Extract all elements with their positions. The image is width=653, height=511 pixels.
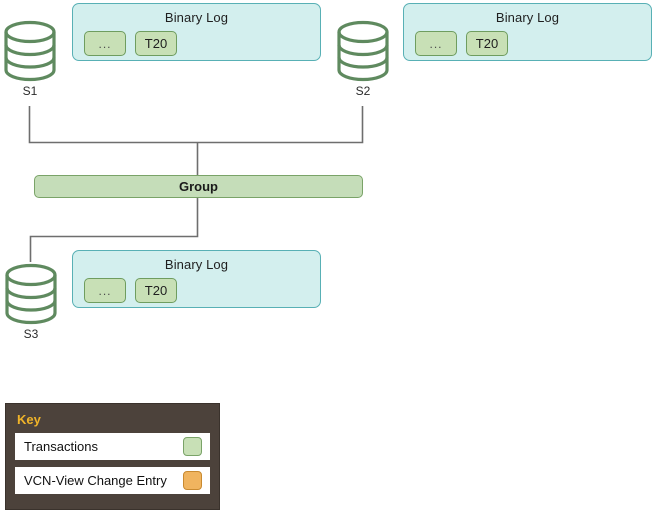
key-title: Key bbox=[17, 412, 41, 427]
binary-log-panel-s1: Binary Log ... T20 bbox=[72, 3, 321, 61]
transaction-chip-list: ... T20 bbox=[73, 272, 320, 303]
group-label: Group bbox=[179, 179, 218, 194]
key-label-transactions: Transactions bbox=[24, 439, 98, 454]
server-s2: S2 bbox=[336, 20, 392, 98]
key-row-transactions: Transactions bbox=[15, 433, 210, 460]
key-swatch-transactions bbox=[183, 437, 202, 456]
group-bar: Group bbox=[34, 175, 363, 198]
binary-log-panel-s3: Binary Log ... T20 bbox=[72, 250, 321, 308]
transaction-chip-ellipsis: ... bbox=[84, 278, 126, 303]
transaction-chip-t20: T20 bbox=[466, 31, 508, 56]
server-s1: S1 bbox=[3, 20, 59, 98]
binary-log-title: Binary Log bbox=[495, 10, 560, 25]
database-icon bbox=[336, 20, 390, 82]
server-label-s1: S1 bbox=[22, 84, 38, 98]
binary-log-title: Binary Log bbox=[164, 10, 229, 25]
key-legend: Key Transactions VCN-View Change Entry bbox=[5, 403, 220, 510]
database-icon bbox=[4, 263, 58, 325]
key-row-vcn: VCN-View Change Entry bbox=[15, 467, 210, 494]
transaction-chip-list: ... T20 bbox=[73, 25, 320, 56]
transaction-chip-ellipsis: ... bbox=[415, 31, 457, 56]
binary-log-panel-s2: Binary Log ... T20 bbox=[403, 3, 652, 61]
server-label-s3: S3 bbox=[23, 327, 39, 341]
key-swatch-vcn bbox=[183, 471, 202, 490]
transaction-chip-t20: T20 bbox=[135, 278, 177, 303]
binary-log-title: Binary Log bbox=[164, 257, 229, 272]
database-icon bbox=[3, 20, 57, 82]
server-label-s2: S2 bbox=[355, 84, 371, 98]
transaction-chip-list: ... T20 bbox=[404, 25, 651, 56]
key-label-vcn: VCN-View Change Entry bbox=[24, 473, 167, 488]
transaction-chip-ellipsis: ... bbox=[84, 31, 126, 56]
connector-s1-s2 bbox=[28, 106, 364, 144]
transaction-chip-t20: T20 bbox=[135, 31, 177, 56]
server-s3: S3 bbox=[4, 263, 60, 341]
